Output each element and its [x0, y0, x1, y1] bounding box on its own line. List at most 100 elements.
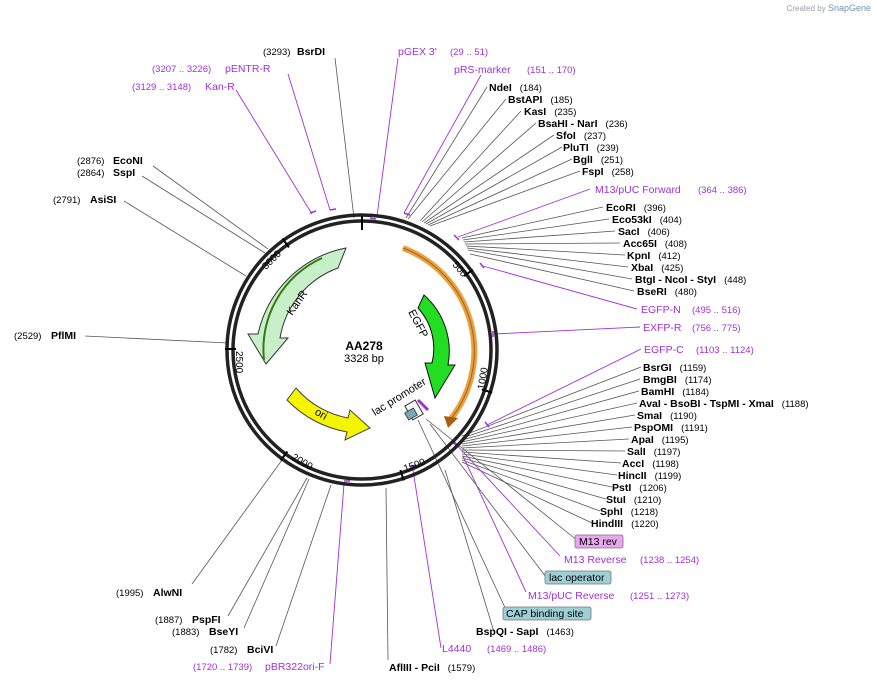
enzyme-label-xbai: XbaI(425) — [631, 262, 683, 274]
snapgene-credit: Created by SnapGene — [787, 3, 871, 13]
enzyme-label-sphi: SphI(1218) — [600, 506, 658, 518]
pgex3-range: (29 .. 51) — [450, 47, 488, 58]
l4440-range: (1469 .. 1486) — [487, 644, 546, 655]
enzyme-label-sfoi: SfoI(237) — [556, 130, 606, 142]
m13-reverse-label: M13 Reverse — [564, 554, 627, 566]
tick-mark — [281, 237, 290, 248]
enzyme-label-hindiii: HindIII(1220) — [591, 518, 659, 530]
boxed-labels: M13 rev lac operator CAP binding site — [502, 534, 624, 621]
kan-r-range: (3129 .. 3148) — [132, 82, 191, 93]
primer-leaders — [235, 57, 642, 665]
enzyme-label-acc65i: Acc65I(408) — [623, 238, 687, 250]
tick-mark — [399, 469, 405, 481]
enzyme-label-bamhi: BamHI(1184) — [641, 386, 709, 398]
asisi-pos: (2791) — [53, 195, 80, 206]
orange-feature-arc-inner — [402, 247, 475, 421]
pspfi-pos: (1887) — [155, 615, 182, 626]
enzyme-label-pspomi: PspOMI(1191) — [634, 422, 708, 434]
right-labels: NdeI(184)BstAPI(185)KasI(235)BsaHI - Nar… — [389, 82, 809, 674]
enzyme-label-bgli: BglI(251) — [573, 154, 623, 166]
primer-labels: pGEX 3' (29 .. 51) pRS-marker (151 .. 17… — [132, 46, 754, 673]
enzyme-label-smai: SmaI(1190) — [637, 410, 697, 422]
enzyme-label-bstapi: BstAPI(185) — [508, 94, 573, 106]
bsrdi-pos: (3293) — [263, 47, 290, 58]
m13-rev-box — [574, 534, 624, 549]
enzyme-label-pluti: PluTI(239) — [563, 142, 619, 154]
plasmid-size: 3328 bp — [344, 353, 384, 365]
egfp-c-label: EGFP-C — [644, 344, 684, 356]
credit-prefix: Created by — [786, 4, 826, 13]
enzyme-label-sali: SalI(1197) — [627, 446, 680, 458]
enzyme-label-btgi: BtgI - NcoI - StyI(448) — [635, 274, 746, 286]
tick-marks — [224, 237, 493, 481]
enzyme-label-bsahi: BsaHI - NarI(236) — [538, 118, 628, 130]
exfp-r-label: EXFP-R — [643, 322, 682, 334]
enzyme-label-bsrgi: BsrGI(1159) — [643, 362, 706, 374]
enzyme-label-bspqi: BspQI - SapI(1463) — [476, 626, 574, 638]
lac-operator-box — [544, 570, 612, 585]
tick-1000: 1000 — [476, 366, 491, 390]
tick-mark — [481, 388, 493, 394]
ori-arrow — [286, 387, 371, 441]
cap-site-block — [404, 407, 418, 421]
lac-operator-label: lac operator — [549, 572, 605, 584]
enzyme-label-eco53ki: Eco53kI(404) — [612, 214, 682, 226]
m13-puc-forward-range: (364 .. 386) — [698, 185, 747, 196]
m13-puc-reverse-range: (1251 .. 1273) — [630, 591, 689, 602]
bcivi-pos: (1782) — [210, 645, 237, 656]
pbr322ori-f-label: pBR322ori-F — [265, 661, 325, 673]
enzyme-label-fspi: FspI(258) — [582, 166, 634, 178]
bsrdi-label: BsrDI — [297, 46, 325, 58]
snapgene-logo: SnapGene — [827, 3, 871, 13]
enzyme-label-stui: StuI(1210) — [606, 494, 661, 506]
tick-1500: 1500 — [402, 457, 427, 475]
enzyme-label-psti: PstI(1206) — [612, 482, 667, 494]
m13-rev-label: M13 rev — [579, 536, 618, 548]
asisi-label: AsiSI — [90, 194, 116, 206]
prs-marker-label: pRS-marker — [454, 64, 511, 76]
tick-mark — [279, 450, 289, 461]
m13-puc-forward-label: M13/pUC Forward — [595, 184, 681, 196]
enzyme-label-ndei: NdeI(184) — [489, 82, 542, 94]
pentr-r-label: pENTR-R — [225, 63, 271, 75]
bseyi-pos: (1883) — [172, 627, 199, 638]
enzyme-label-avai: AvaI - BsoBI - TspMI - XmaI(1188) — [639, 398, 809, 410]
exfp-r-range: (756 .. 775) — [692, 323, 741, 334]
enzyme-label-apai: ApaI(1195) — [631, 434, 689, 446]
enzyme-label-ecori: EcoRI(396) — [606, 202, 666, 214]
kan-r-label: Kan-R — [205, 81, 235, 93]
mcs-purple-mark — [416, 398, 430, 412]
egfp-n-range: (495 .. 516) — [692, 305, 741, 316]
pflmi-label: PflMI — [51, 330, 76, 342]
alwni-pos: (1995) — [116, 588, 143, 599]
enzyme-label-bseri: BseRI(480) — [637, 286, 697, 298]
cap-binding-site-box — [502, 606, 592, 621]
orange-feature-arrowhead — [444, 416, 458, 428]
enzyme-label-bmgbi: BmgBI(1174) — [643, 374, 712, 386]
pbr322ori-f-range: (1720 .. 1739) — [193, 662, 252, 673]
m13-puc-reverse-label: M13/pUC Reverse — [528, 590, 615, 602]
bseyi-label: BseYI — [209, 626, 238, 638]
plasmid-name: AA278 — [345, 339, 383, 353]
enzyme-label-kpni: KpnI(412) — [627, 250, 681, 262]
enzyme-label-kasi: KasI(235) — [524, 106, 576, 118]
econi-label: EcoNI — [113, 155, 143, 167]
enzyme-label-acci: AccI(1198) — [622, 458, 679, 470]
enzyme-label-afliii: AflIII - PciI(1579) — [389, 662, 475, 674]
left-labels: (3293) BsrDI (2876) EcoNI (2864) SspI (2… — [14, 46, 325, 656]
kanr-arrow — [247, 247, 347, 365]
ori-label: ori — [313, 406, 330, 423]
bcivi-label: BciVI — [247, 644, 273, 656]
pspfi-label: PspFI — [192, 614, 221, 626]
tick-mark — [463, 268, 474, 277]
egfp-c-range: (1103 .. 1124) — [696, 345, 754, 356]
sspi-label: SspI — [113, 167, 135, 179]
alwni-label: AlwNI — [153, 587, 182, 599]
pentr-r-range: (3207 .. 3226) — [152, 64, 211, 75]
kanr-outline — [262, 257, 323, 361]
egfp-arrow — [417, 294, 456, 400]
m13-reverse-range: (1238 .. 1254) — [640, 555, 699, 566]
enzyme-label-hincii: HincII(1199) — [618, 470, 681, 482]
pflmi-pos: (2529) — [14, 331, 41, 342]
